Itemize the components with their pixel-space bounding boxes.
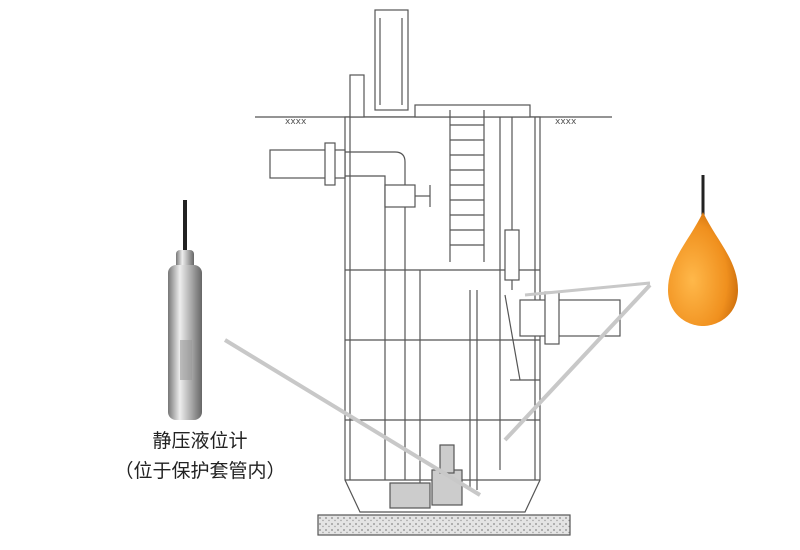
svg-text:xxxx: xxxx [555,117,577,127]
sensor-note-label: （位于保护套管内） [114,460,286,482]
float-switch [668,175,738,326]
sensor-pointer-line [223,338,482,497]
sensor-name-label: 静压液位计 [152,430,248,452]
svg-text:xxxx: xxxx [285,117,307,127]
outlet-pipe [519,299,621,337]
ladder [449,110,485,262]
pressure-level-sensor [168,200,202,420]
foundation [317,514,571,536]
float-pointer-line [503,283,652,442]
